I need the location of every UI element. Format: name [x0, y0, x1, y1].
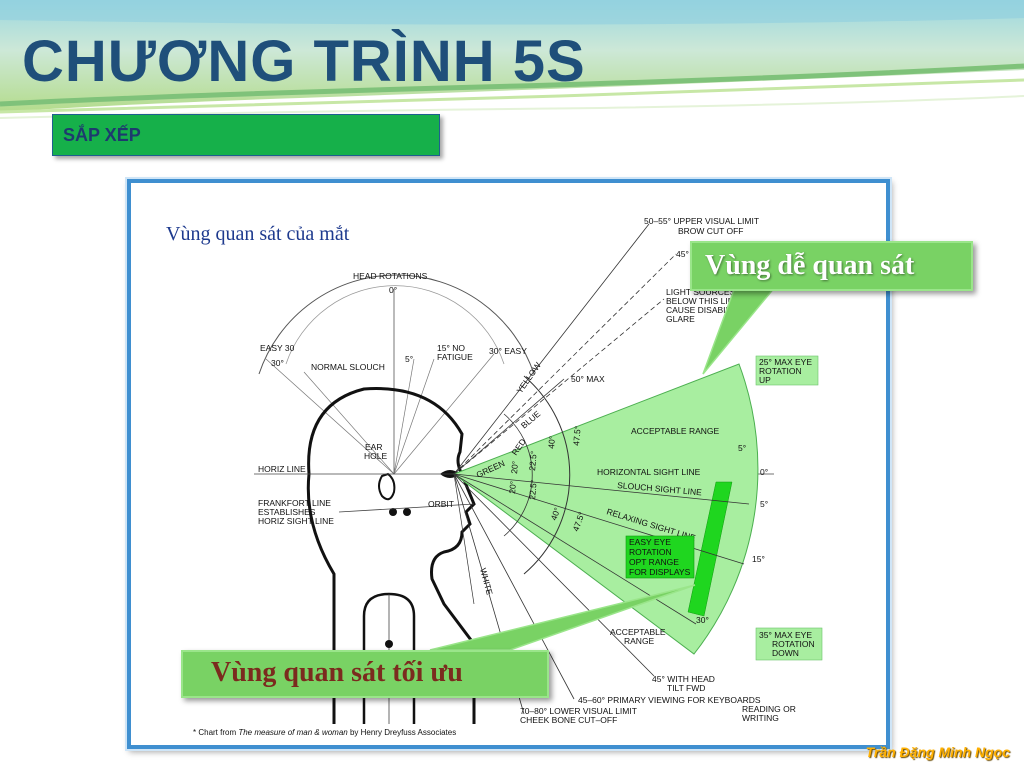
upper-visual-limit-line: [453, 223, 650, 475]
head-rotation-ray: [265, 358, 395, 475]
label-angle: 40°: [546, 435, 557, 449]
label-upper-limit: BROW CUT OFF: [678, 226, 743, 236]
slouch-sight-line: [453, 473, 750, 505]
label-white-zone: WHITE: [478, 567, 495, 596]
label-head-angle: 30°: [271, 358, 284, 368]
label-no-fatigue: 15° NO: [437, 343, 465, 353]
chart-source-title: The measure of man & woman: [238, 728, 348, 737]
chart-source-suffix: by Henry Dreyfuss Associates: [348, 728, 456, 737]
section-label: SẮP XẾP: [63, 125, 141, 145]
label-frankfort-line: HORIZ SIGHT LINE: [258, 516, 334, 526]
label-frankfort-line: FRANKFORT LINE: [258, 498, 331, 508]
label-ear-hole: HOLE: [364, 451, 387, 461]
label-light-sources: LIGHT SOURCES: [666, 287, 736, 297]
max-50-line: [453, 378, 565, 475]
head-rotation-ray: [393, 353, 495, 475]
label-no-fatigue: FATIGUE: [437, 352, 473, 362]
head-rotation-arc-inner: [285, 285, 505, 365]
label-easy-eye-rotation: OPT RANGE: [629, 557, 679, 567]
label-angle: 15°: [752, 554, 765, 564]
label-acceptable-range: ACCEPTABLE RANGE: [631, 426, 720, 436]
label-primary-viewing: READING OR: [742, 704, 796, 714]
label-primary-viewing: 45–60° PRIMARY VIEWING FOR KEYBOARDS: [578, 695, 761, 705]
vision-zone-diagram: Vùng quan sát của mắt 50–55° UPPER VISUA…: [166, 216, 823, 737]
label-angle: 47.5°: [571, 425, 583, 446]
label-easy-eye-rotation: ROTATION: [629, 547, 672, 557]
label-upper-limit: 50–55° UPPER VISUAL LIMIT: [644, 216, 759, 226]
label-rotation-up: 25° MAX EYE: [759, 357, 812, 367]
label-head-tilt: 45° WITH HEAD: [652, 674, 715, 684]
label-rotation-down: 35° MAX EYE: [759, 630, 812, 640]
diagram-heading: Vùng quan sát của mắt: [166, 223, 350, 245]
label-rotation-up: UP: [759, 375, 771, 385]
frankfort-line: [338, 503, 475, 513]
relaxing-sight-line: [453, 473, 745, 565]
section-bar: SẮP XẾP: [52, 114, 440, 156]
label-max-50: 50° MAX: [571, 374, 605, 384]
author-credit: Trần Đặng Minh Ngọc: [865, 744, 1010, 760]
chart-source-prefix: * Chart from: [193, 728, 238, 737]
label-rotation-down: ROTATION: [772, 639, 815, 649]
rotation-down-box: [755, 627, 823, 661]
label-angle: 22.5°: [527, 479, 539, 500]
line-45-up: [453, 253, 677, 475]
label-head-angle: 0°: [389, 285, 397, 295]
label-easy-eye-rotation: EASY EYE: [629, 537, 671, 547]
callout-optimal-view-label: Vùng quan sát tối ưu: [211, 657, 463, 688]
label-angle: 0°: [760, 467, 768, 477]
label-easy-30: EASY 30: [260, 343, 295, 353]
label-blue-zone: BLUE: [519, 408, 543, 430]
head-rotation-ray: [393, 358, 435, 475]
label-primary-viewing: WRITING: [742, 713, 779, 723]
label-lower-visual-limit: CHEEK BONE CUT–OFF: [520, 715, 617, 725]
label-angle: 22.5°: [527, 450, 539, 471]
label-orbit: ORBIT: [428, 499, 454, 509]
label-angle: 5°: [738, 443, 746, 453]
label-frankfort-line: ESTABLISHES: [258, 507, 316, 517]
label-angle: 20°: [509, 460, 520, 474]
label-angle: 5°: [760, 499, 768, 509]
ear-hole-marker: [389, 508, 397, 516]
label-angle: 30°: [696, 615, 709, 625]
label-horizontal-sight-line: HORIZONTAL SIGHT LINE: [597, 467, 701, 477]
label-lower-visual-limit: 70–80° LOWER VISUAL LIMIT: [520, 706, 637, 716]
head-rotation-ray: [303, 371, 395, 475]
color-zone-arc-inner: [503, 413, 533, 537]
optimal-view-sector: [687, 481, 733, 617]
easy-eye-box: [625, 535, 695, 579]
label-head-angle: 5°: [405, 354, 413, 364]
label-head-tilt: TILT FWD: [667, 683, 705, 693]
label-acceptable-range-bottom: RANGE: [624, 636, 655, 646]
head-rotation-ray: [393, 358, 415, 475]
callout-optimal-view: Vùng quan sát tối ưu: [181, 650, 549, 698]
ear-outline: [378, 472, 396, 501]
label-rotation-up: ROTATION: [759, 366, 802, 376]
label-easy-30: 30° EASY: [489, 346, 527, 356]
label-easy-eye-rotation: FOR DISPLAYS: [629, 567, 691, 577]
white-zone-line: [453, 473, 475, 605]
label-angle: 45°: [676, 249, 689, 259]
color-zone-arc: [523, 375, 571, 575]
easy-view-sector: [452, 363, 759, 655]
label-horiz-line: HORIZ LINE: [258, 464, 306, 474]
glare-line: [453, 298, 665, 475]
callout-easy-view: Vùng dễ quan sát: [690, 241, 973, 291]
label-angle: 40°: [548, 506, 562, 522]
chart-source: * Chart from The measure of man & woman …: [193, 728, 456, 737]
joint-marker: [385, 640, 393, 648]
label-rotation-down: DOWN: [772, 648, 799, 658]
label-head-rotations: HEAD ROTATIONS: [353, 271, 428, 281]
head-rotation-arc: [258, 274, 535, 375]
label-angle: 20°: [507, 480, 518, 494]
slide-title: CHƯƠNG TRÌNH 5S: [22, 29, 586, 94]
label-normal-slouch: NORMAL SLOUCH: [311, 362, 385, 372]
label-light-sources: GLARE: [666, 314, 695, 324]
label-ear-hole: EAR: [365, 442, 382, 452]
callout-easy-view-label: Vùng dễ quan sát: [705, 250, 915, 281]
orbit-marker: [403, 508, 411, 516]
